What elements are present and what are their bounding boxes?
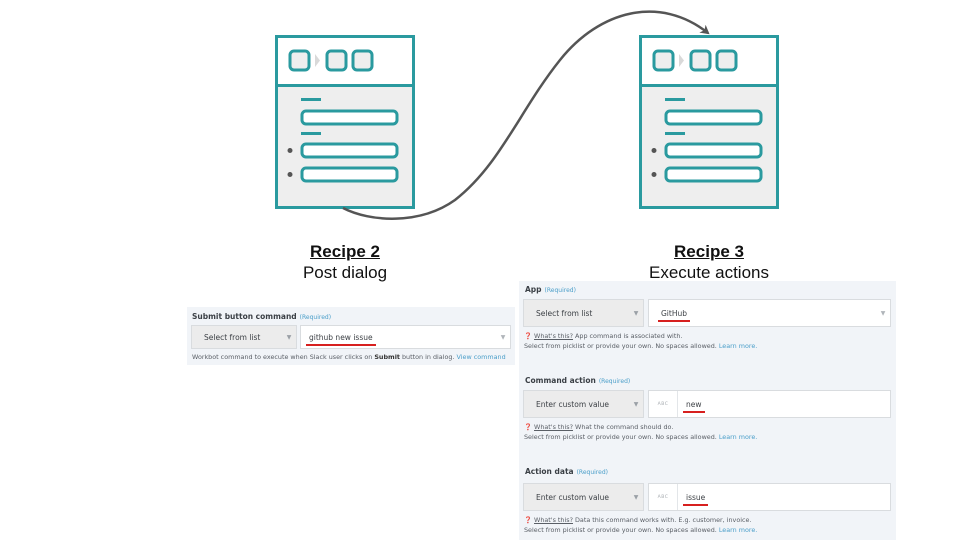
- input-value-wrap: GitHub: [649, 308, 876, 322]
- submit-command-input[interactable]: github new issue ▼: [300, 325, 511, 349]
- recipe2-form-panel: Submit button command(Required) Select f…: [187, 307, 515, 365]
- required-badge: (Required): [576, 469, 608, 476]
- app-value: GitHub: [658, 308, 690, 322]
- help-circle-icon: ❓: [524, 516, 532, 524]
- chevron-down-icon: ▼: [500, 333, 506, 341]
- command-action-input[interactable]: ABC new: [648, 390, 891, 418]
- input-value-wrap: github new issue: [301, 332, 496, 346]
- input-value-wrap: issue: [678, 492, 890, 506]
- chevron-down-icon: ▼: [633, 400, 639, 408]
- action-data-value: issue: [682, 492, 709, 506]
- required-badge: (Required): [544, 287, 576, 294]
- select-value: Enter custom value: [536, 399, 610, 409]
- submit-command-hint: Workbot command to execute when Slack us…: [192, 353, 506, 361]
- action-data-hint: ❓ What's this? Data this command works w…: [524, 516, 758, 534]
- action-data-source-select[interactable]: Enter custom value ▼: [523, 483, 644, 511]
- chevron-down-icon: ▼: [633, 309, 639, 317]
- command-action-source-select[interactable]: Enter custom value ▼: [523, 390, 644, 418]
- whats-this-link[interactable]: What's this?: [534, 516, 573, 524]
- required-badge: (Required): [598, 378, 631, 385]
- app-source-select[interactable]: Select from list ▼: [523, 299, 644, 327]
- command-action-field-label: Command action(Required): [525, 376, 631, 385]
- select-value: Select from list: [536, 308, 593, 318]
- learn-more-link[interactable]: Learn more.: [718, 526, 758, 534]
- chevron-down-icon: ▼: [286, 333, 292, 341]
- chevron-down-icon: ▼: [633, 493, 639, 501]
- input-value-wrap: new: [678, 399, 890, 413]
- recipe2-document-icon: [275, 35, 415, 209]
- recipe3-form-panel: App(Required) Select from list ▼ GitHub …: [519, 281, 896, 540]
- learn-more-link[interactable]: Learn more.: [718, 433, 758, 441]
- recipe2-subtitle: Post dialog: [302, 263, 388, 282]
- submit-button-command-label: Submit button command(Required): [192, 312, 332, 321]
- command-action-hint: ❓ What's this? What the command should d…: [524, 423, 758, 441]
- action-data-input[interactable]: ABC issue: [648, 483, 891, 511]
- recipe2-title: Recipe 2: [310, 242, 380, 261]
- recipe3-document-icon: [639, 35, 779, 209]
- submit-command-source-select[interactable]: Select from list ▼: [191, 325, 297, 349]
- recipe3-title: Recipe 3: [674, 242, 744, 261]
- recipe3-subtitle: Execute actions: [648, 263, 769, 282]
- chevron-down-icon: ▼: [880, 309, 886, 317]
- help-circle-icon: ❓: [524, 423, 532, 431]
- help-circle-icon: ❓: [524, 332, 532, 340]
- action-data-field-label: Action data(Required): [525, 467, 608, 476]
- text-type-abc-icon: ABC: [649, 484, 678, 510]
- command-action-value: new: [683, 399, 704, 413]
- curved-arrow-icon: [342, 10, 710, 220]
- learn-more-link[interactable]: Learn more.: [718, 342, 758, 350]
- submit-command-value: github new issue: [306, 332, 376, 346]
- view-command-link[interactable]: View command: [456, 353, 506, 361]
- select-value: Enter custom value: [536, 492, 610, 502]
- app-field-label: App(Required): [525, 285, 576, 294]
- whats-this-link[interactable]: What's this?: [534, 332, 573, 340]
- text-type-abc-icon: ABC: [649, 391, 678, 417]
- required-badge: (Required): [299, 314, 332, 321]
- app-hint: ❓ What's this? App command is associated…: [524, 332, 758, 350]
- app-input[interactable]: GitHub ▼: [648, 299, 891, 327]
- whats-this-link[interactable]: What's this?: [534, 423, 573, 431]
- select-value: Select from list: [204, 332, 261, 342]
